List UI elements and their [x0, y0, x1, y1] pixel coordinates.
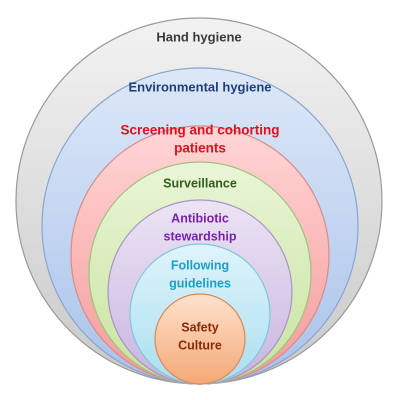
label-following-guidelines-line-1: Following	[171, 258, 229, 272]
label-safety-culture-line-1: Safety	[181, 320, 219, 334]
label-environmental-hygiene: Environmental hygiene	[128, 79, 271, 94]
label-surveillance: Surveillance	[163, 176, 237, 190]
label-following-guidelines-line-2: guidelines	[169, 276, 231, 290]
label-antibiotic-stewardship-line-1: Antibiotic	[171, 211, 229, 225]
label-antibiotic-stewardship-line-2: stewardship	[164, 229, 237, 243]
label-screening-cohorting-line-2: patients	[174, 141, 226, 156]
circles-layer	[15, 17, 383, 385]
label-hand-hygiene: Hand hygiene	[156, 29, 241, 44]
label-safety-culture-line-2: Culture	[178, 338, 222, 352]
label-screening-cohorting-line-1: Screening and cohorting	[120, 123, 279, 138]
circle-safety-culture	[154, 293, 246, 385]
